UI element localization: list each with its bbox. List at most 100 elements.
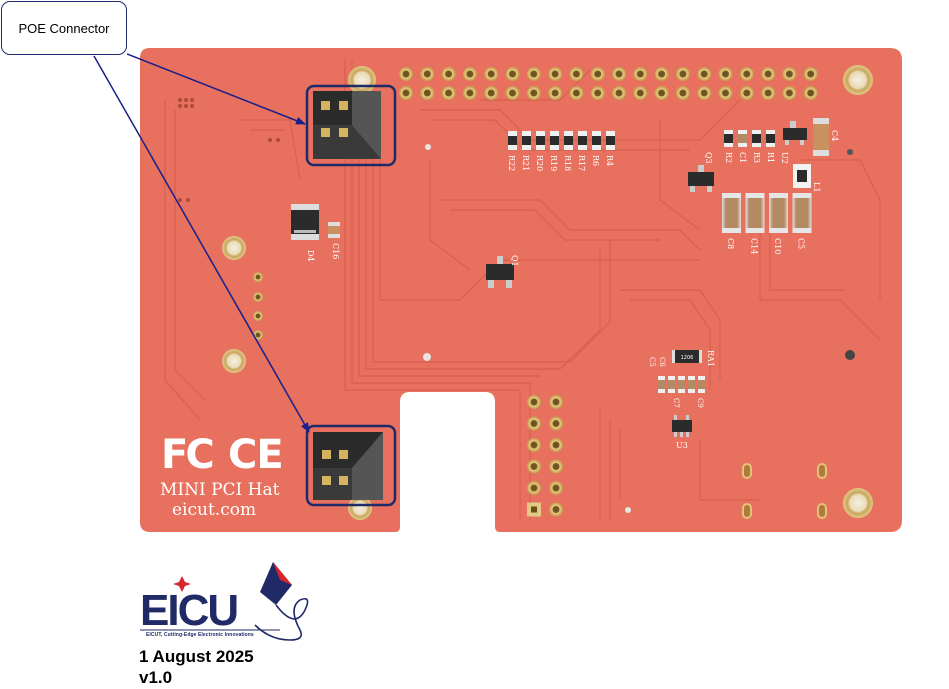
gpio-pin (484, 86, 499, 100)
logo-wordmark: EICU (140, 586, 237, 635)
header-pin (549, 395, 563, 409)
mounting-hole-bottom-left (348, 496, 372, 520)
logo-tagline: EICUT, Cutting-Edge Electronic Innovatio… (146, 632, 254, 638)
q1-label: Q1 (510, 255, 519, 267)
gpio-pin (548, 86, 563, 100)
capacitor-label: C10 (773, 238, 782, 254)
logo-kite-icon (260, 562, 292, 605)
resistor-label: R4 (605, 155, 614, 166)
gpio-pin (590, 67, 605, 81)
u2-package (783, 121, 807, 145)
gpio-pin (697, 67, 712, 81)
c16-label: C16 (331, 243, 340, 259)
q3-label: Q3 (704, 152, 713, 164)
capacitor (722, 193, 741, 233)
l1-inductor (793, 164, 811, 188)
resistor-label: R18 (563, 155, 572, 171)
d4-diode (291, 204, 319, 240)
mounting-hole-top-left (348, 66, 376, 94)
gpio-pin (399, 86, 413, 100)
gpio-pin (782, 67, 797, 81)
header-pin (549, 416, 563, 431)
part-label: C1 (738, 152, 747, 163)
pad-left-1 (222, 236, 246, 260)
c4-capacitor (813, 118, 829, 156)
part-label: U2 (780, 152, 789, 164)
gpio-pin (633, 67, 648, 81)
gpio-pin (718, 67, 733, 81)
capacitor-label: C9 (696, 398, 704, 408)
header-pin (527, 395, 541, 409)
header-pin (549, 459, 563, 474)
header-pin (527, 459, 541, 474)
board-name: MINI PCI Hat (160, 480, 280, 500)
gpio-pin (612, 86, 626, 100)
gpio-pin (526, 67, 541, 81)
d4-label: D4 (306, 250, 315, 262)
release-date: 1 August 2025 (139, 647, 254, 666)
board-website: eicut.com (172, 500, 256, 520)
capacitor (745, 193, 765, 233)
gpio-pin (569, 86, 584, 100)
gpio-pin (505, 86, 520, 100)
gpio-pin (462, 67, 477, 81)
gpio-pin (505, 67, 520, 81)
capacitor (769, 193, 788, 233)
capacitor-label: C8 (726, 238, 735, 249)
poe-highlight-top (305, 84, 397, 167)
mounting-hole-bottom-right (843, 488, 873, 518)
gpio-pin (462, 86, 477, 100)
q1-transistor (486, 256, 514, 288)
logo-star-icon (173, 576, 191, 592)
u3-label: U3 (676, 441, 688, 450)
gpio-pin (590, 86, 605, 100)
header-2x6 (527, 395, 563, 517)
capacitor-label: C5 (797, 238, 806, 249)
oval-pads (742, 463, 827, 519)
gpio-pin (739, 86, 754, 100)
gpio-pin (484, 67, 499, 81)
ra1-label: RA1 (706, 350, 715, 367)
fcc-mark: FC (161, 432, 212, 478)
gpio-pin (782, 86, 797, 100)
gpio-pin (803, 67, 818, 81)
u3-package (672, 415, 692, 437)
callout-arrow-top (126, 53, 306, 125)
gpio-pin (441, 67, 456, 81)
gpio-pin (761, 67, 776, 81)
gpio-pin (739, 67, 754, 81)
mounting-hole-top-right (843, 65, 873, 95)
part-label: R1 (766, 152, 775, 163)
poe-connector-top (313, 91, 381, 159)
part-label: R2 (724, 152, 733, 163)
gpio-pin (675, 86, 690, 100)
gpio-pin (526, 86, 541, 100)
gpio-pin (633, 86, 648, 100)
poe-connector-bottom (313, 432, 383, 500)
resistor-label: R17 (577, 155, 586, 171)
gpio-pin (654, 86, 669, 100)
pad-left-2 (222, 349, 246, 373)
gpio-pin (420, 86, 435, 100)
header-pin (527, 416, 541, 431)
right-component-group: R2 C1 R3 R1 U2 (724, 130, 789, 164)
header-pin (527, 481, 541, 495)
ce-mark: CE (228, 432, 283, 478)
resistor-label: R21 (521, 155, 530, 171)
pcb-board (140, 48, 902, 532)
part-label: R3 (752, 152, 761, 163)
callout-arrow-bottom (93, 55, 310, 433)
capacitor-label: C7 (672, 398, 680, 408)
c16-capacitor (328, 222, 340, 238)
ra1-value: 1206 (681, 355, 694, 361)
gpio-pin (441, 86, 456, 100)
gpio-pin (569, 67, 584, 81)
capacitor (792, 193, 812, 233)
capacitor-label: C5 (648, 357, 656, 367)
vias (178, 98, 855, 513)
gpio-pin (675, 67, 690, 81)
gpio-pin (654, 67, 669, 81)
ra1-resistor-array (672, 350, 702, 363)
